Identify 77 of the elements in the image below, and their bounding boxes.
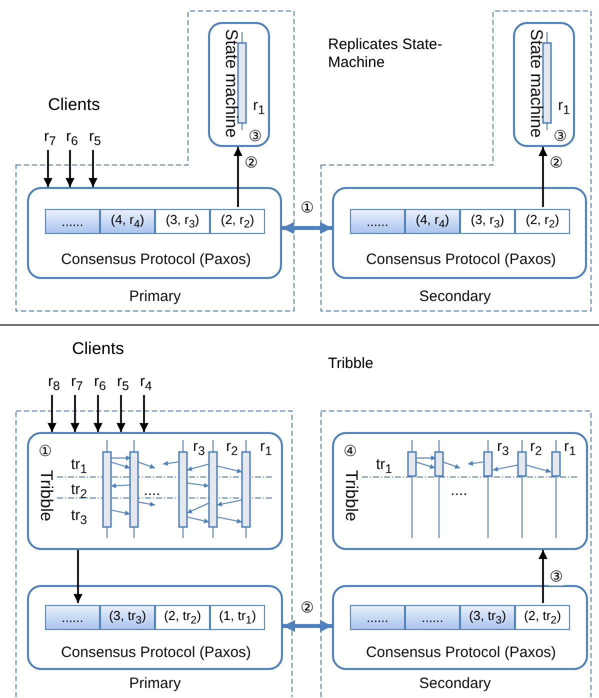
- box-title: Consensus Protocol (Paxos): [366, 251, 556, 268]
- arrow: [66, 150, 74, 187]
- bar-label: r$_{1}$: [260, 438, 272, 460]
- transaction-label: tr$_{3}$: [70, 507, 88, 529]
- log-cell: (2, tr$_{2}$): [515, 605, 570, 630]
- state-machine-box: [208, 22, 270, 147]
- transaction-label: tr$_{1}$: [376, 456, 392, 478]
- arrow: [74, 550, 82, 603]
- step-number: ①: [38, 443, 52, 460]
- edge-label: ③: [548, 568, 564, 586]
- arrow: [44, 150, 52, 187]
- arrow: [140, 395, 148, 432]
- arrow: [94, 395, 102, 432]
- tribble-panel: [27, 432, 283, 550]
- log-cell: (2, r$_{2}$): [210, 209, 265, 234]
- bar-label: r$_{1}$: [558, 97, 570, 119]
- transaction-label: tr$_{1}$: [70, 456, 88, 478]
- dashed-region: [320, 410, 592, 697]
- arrow: [70, 395, 80, 432]
- arrow: [234, 147, 242, 207]
- bar-label: r$_{2}$: [226, 438, 238, 460]
- region-label: Primary: [129, 288, 181, 305]
- box-title: State machine: [528, 29, 545, 138]
- ellipsis: ....: [144, 482, 160, 499]
- state-machine-box: [513, 22, 575, 147]
- log-cell: (3, tr$_{3}$): [100, 605, 155, 630]
- log-cell: ......: [45, 209, 100, 234]
- double-arrow: [282, 222, 332, 234]
- step-number: ④: [344, 443, 356, 460]
- step-number: ③: [248, 128, 262, 145]
- region-label: Secondary: [419, 675, 491, 692]
- region-label: Secondary: [419, 288, 491, 305]
- dashed-region: [320, 10, 592, 312]
- bar-label: r$_{1}$: [253, 97, 265, 119]
- box-title: Consensus Protocol (Paxos): [366, 644, 556, 661]
- transaction-label: ....: [450, 482, 468, 499]
- log-cell: (3, r$_{3}$): [155, 209, 210, 234]
- box-title: State machine: [223, 29, 240, 138]
- dashed-region: [15, 410, 293, 697]
- protocol-box: [332, 187, 587, 279]
- region-label: Primary: [129, 675, 181, 692]
- log-cell: (3, r$_{3}$): [460, 209, 515, 234]
- log-cell: (2, r$_{2}$): [515, 209, 570, 234]
- ellipsis: r$_{2}$: [530, 438, 542, 460]
- log-cell: ......: [350, 605, 405, 630]
- log-cell: (4, r$_{4}$): [100, 209, 155, 234]
- arrow: [538, 147, 548, 207]
- log-cell: (2, tr$_{2}$): [155, 605, 210, 630]
- box-title: Tribble: [38, 470, 55, 522]
- transaction-label: tr$_{2}$: [70, 481, 88, 503]
- protocol-box: [332, 585, 588, 670]
- log-cell: (1, tr$_{1}$): [210, 605, 265, 630]
- protocol-box: [27, 187, 282, 279]
- text-label: Tribble: [328, 355, 374, 373]
- double-arrow: [283, 620, 332, 632]
- step-number: ③: [554, 128, 566, 145]
- bar-label: r$_{1}$: [564, 438, 576, 460]
- box-title: Consensus Protocol (Paxos): [60, 251, 252, 268]
- text-label: Replicates State-Machine: [328, 36, 444, 72]
- log-cell: (3, tr$_{3}$): [460, 605, 515, 630]
- box-title: Consensus Protocol (Paxos): [60, 644, 252, 661]
- dashed-region: [15, 10, 295, 312]
- arrow: [88, 150, 98, 187]
- box-title: Tribble: [343, 470, 360, 522]
- arrow: [48, 395, 56, 432]
- text-label: Clients: [72, 340, 124, 358]
- arrow: [538, 550, 548, 603]
- tribble-panel: [332, 432, 588, 550]
- bar-label: r$_{3}$: [193, 438, 205, 460]
- log-cell: ......: [350, 209, 405, 234]
- transaction-label: r$_{3}$: [497, 438, 509, 460]
- log-cell: ......: [45, 605, 100, 630]
- log-cell: (4, r$_{4}$): [405, 209, 460, 234]
- log-cell: ......: [405, 605, 460, 630]
- text-label: Clients: [48, 96, 100, 114]
- arrow: [116, 395, 126, 432]
- protocol-box: [27, 585, 283, 670]
